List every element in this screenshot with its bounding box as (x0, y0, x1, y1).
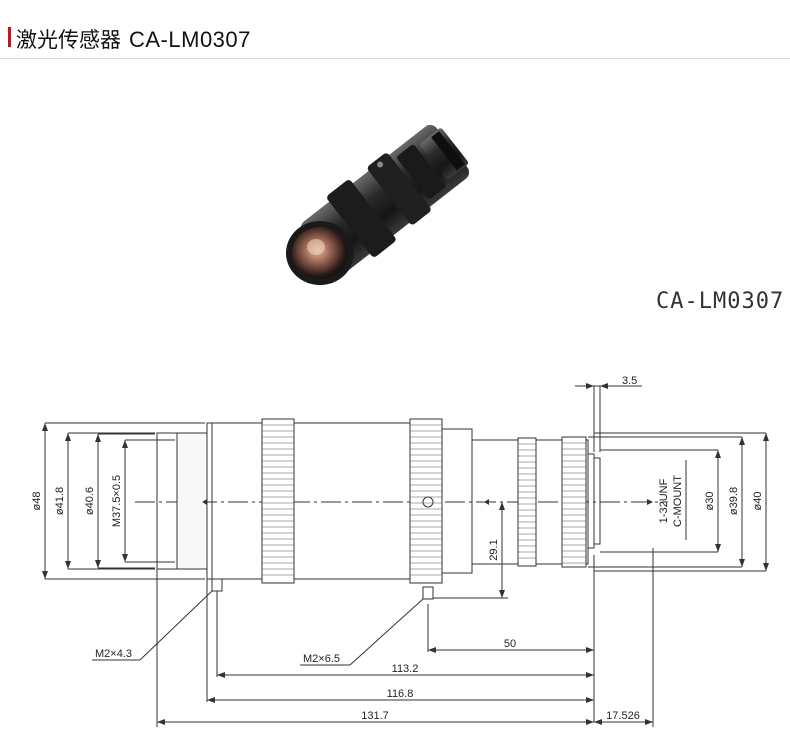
label-dia-39-8: ø39.8 (728, 487, 740, 515)
page-title: 激光传感器 CA-LM0307 (16, 24, 251, 54)
label-dia-40: ø40 (752, 492, 764, 511)
screw-left-icon (211, 578, 223, 592)
label-thread-unf: 1-32UNF (658, 478, 670, 523)
title-accent-bar (8, 27, 11, 47)
label-thread-m37: M37.5×0.5 (111, 475, 123, 527)
label-dia-30: ø30 (704, 492, 716, 511)
label-50: 50 (504, 638, 516, 650)
label-131-7: 131.7 (361, 710, 389, 722)
label-3-5: 3.5 (622, 375, 637, 387)
screw-right-icon (422, 586, 434, 600)
rear-ring (561, 436, 587, 568)
label-dia-41-8: ø41.8 (54, 487, 66, 515)
main-barrel (206, 422, 443, 580)
iris-ring (517, 437, 537, 567)
focus-ring-left (261, 418, 295, 584)
photo-caption: CA-LM0307 (656, 289, 785, 314)
category-label: 激光传感器 (16, 28, 121, 52)
product-photo (270, 105, 500, 300)
label-113-2: 113.2 (392, 663, 419, 675)
label-17-526: 17.526 (606, 710, 640, 722)
label-c-mount: C-MOUNT (672, 475, 684, 527)
label-dia-48: ø48 (31, 492, 43, 511)
focus-ring-right (409, 418, 443, 584)
page-header: 激光传感器 CA-LM0307 (0, 0, 790, 60)
c-mount-flange (587, 453, 595, 549)
header-divider (0, 58, 790, 59)
lens-photo-image (286, 124, 470, 285)
label-screw-right: M2×6.5 (303, 653, 340, 665)
label-screw-left: M2×4.3 (95, 648, 132, 660)
model-label: CA-LM0307 (129, 27, 251, 52)
label-dia-40-6: ø40.6 (84, 487, 96, 515)
label-29-1: 29.1 (488, 539, 500, 560)
rear-body (441, 428, 473, 574)
label-116-8: 116.8 (387, 688, 414, 700)
